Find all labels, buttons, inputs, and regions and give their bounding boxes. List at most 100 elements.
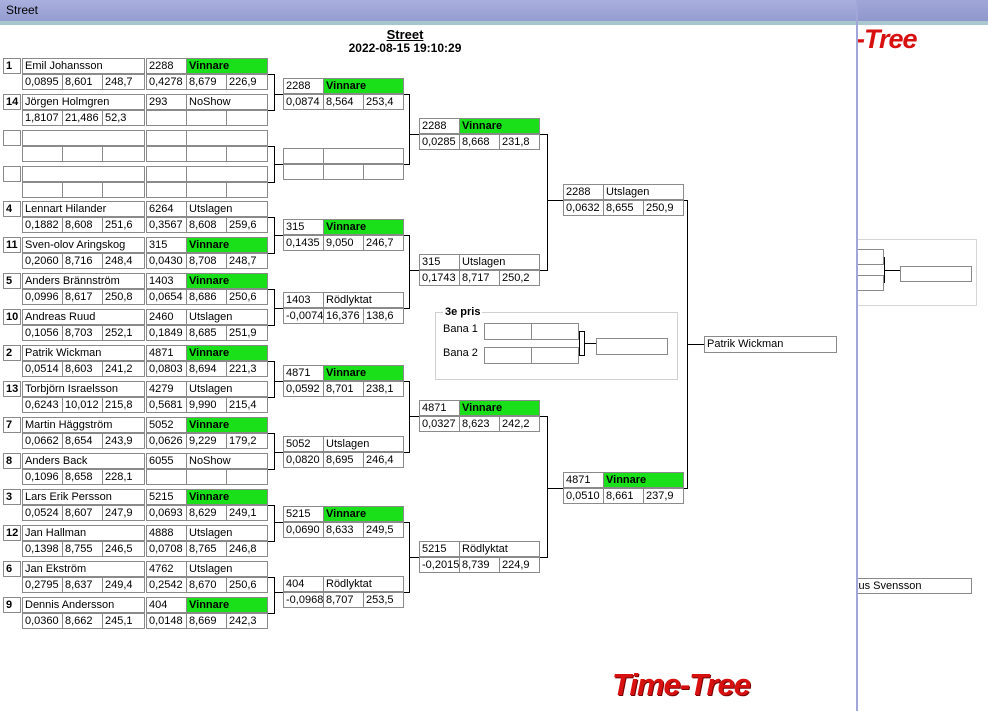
background-bracket-line xyxy=(884,270,900,271)
elapsed-time: 8,695 xyxy=(323,452,364,468)
bracket-line xyxy=(404,94,409,95)
elapsed-time: 8,685 xyxy=(186,325,227,341)
speed: 248,7 xyxy=(226,253,268,269)
final-winner: Patrik Wickman xyxy=(704,336,837,353)
elapsed-time: 8,654 xyxy=(62,433,103,449)
bracket-line xyxy=(268,217,274,218)
bracket-line xyxy=(274,452,283,453)
reaction-time: 0,0510 xyxy=(563,488,604,504)
racer-name: Dennis Andersson xyxy=(22,597,145,613)
reaction-time: 0,0632 xyxy=(563,200,604,216)
elapsed-time: 8,661 xyxy=(603,488,644,504)
result-status: Vinnare xyxy=(323,78,404,94)
reaction-time xyxy=(283,164,324,180)
seed-box: 5 xyxy=(3,273,21,289)
page-title: Street xyxy=(386,27,424,42)
bracket-line xyxy=(684,488,687,489)
bracket-line xyxy=(540,134,547,135)
speed: 241,2 xyxy=(102,361,145,377)
bracket-line xyxy=(409,416,419,417)
speed: 179,2 xyxy=(226,433,268,449)
bracket-line xyxy=(409,381,410,453)
seed-box: 11 xyxy=(3,237,21,253)
elapsed-time xyxy=(186,182,227,198)
reaction-time xyxy=(146,182,187,198)
bana2-input[interactable] xyxy=(484,347,532,364)
bracket-line xyxy=(404,522,409,523)
reaction-time: 0,0626 xyxy=(146,433,187,449)
speed: 246,7 xyxy=(363,235,404,251)
bracket-line xyxy=(268,325,274,326)
bracket-line xyxy=(268,577,274,578)
bracket-line xyxy=(274,592,283,593)
result-status: Utslagen xyxy=(323,436,404,452)
window-strip xyxy=(0,21,856,25)
elapsed-time: 9,050 xyxy=(323,235,364,251)
bracket-line xyxy=(268,541,274,542)
bracket-line xyxy=(540,416,547,417)
bracket-line xyxy=(684,200,687,201)
elapsed-time: 10,012 xyxy=(62,397,103,413)
third-prize-result xyxy=(596,338,668,355)
elapsed-time: 8,601 xyxy=(62,74,103,90)
elapsed-time: 8,703 xyxy=(62,325,103,341)
speed: 253,4 xyxy=(363,94,404,110)
car-number: 1403 xyxy=(283,292,324,308)
result-status: Vinnare xyxy=(186,597,268,613)
third-bracket-line xyxy=(584,343,596,344)
third-prize-title: 3e pris xyxy=(443,306,483,318)
seed-box: 3 xyxy=(3,489,21,505)
elapsed-time: 21,486 xyxy=(62,110,103,126)
result-status: Utslagen xyxy=(186,201,268,217)
result-status: Utslagen xyxy=(186,525,268,541)
bracket-line xyxy=(268,613,274,614)
car-number: 2460 xyxy=(146,309,187,325)
result-status: Vinnare xyxy=(459,400,540,416)
elapsed-time xyxy=(62,146,103,162)
reaction-time: 0,1882 xyxy=(22,217,63,233)
speed: 250,6 xyxy=(226,289,268,305)
seed-box: 7 xyxy=(3,417,21,433)
background-window-titlebar[interactable] xyxy=(856,0,988,21)
car-number xyxy=(146,166,187,182)
bracket-line xyxy=(268,253,274,254)
bracket-line xyxy=(409,270,419,271)
car-number: 2288 xyxy=(146,58,187,74)
speed: 215,4 xyxy=(226,397,268,413)
third-bracket-line xyxy=(584,331,585,356)
reaction-time: 0,0327 xyxy=(419,416,460,432)
speed: 231,8 xyxy=(499,134,540,150)
reaction-time: 0,3567 xyxy=(146,217,187,233)
background-name-cell: kus Svensson xyxy=(850,578,972,594)
speed: 245,1 xyxy=(102,613,145,629)
speed xyxy=(226,469,268,485)
reaction-time: 0,1743 xyxy=(419,270,460,286)
speed: 246,4 xyxy=(363,452,404,468)
third-bracket-line xyxy=(579,331,584,332)
reaction-time: 1,8107 xyxy=(22,110,63,126)
speed: 253,5 xyxy=(363,592,404,608)
reaction-time xyxy=(22,182,63,198)
bana1-input[interactable] xyxy=(484,323,532,340)
reaction-time: 0,0430 xyxy=(146,253,187,269)
bracket-line xyxy=(268,397,274,398)
window-titlebar[interactable]: Street xyxy=(0,0,856,21)
bracket-line xyxy=(268,505,274,506)
car-number xyxy=(283,148,324,164)
reaction-time: 0,0148 xyxy=(146,613,187,629)
elapsed-time xyxy=(186,110,227,126)
result-status: NoShow xyxy=(186,453,268,469)
result-status: Vinnare xyxy=(323,506,404,522)
result-status: Vinnare xyxy=(323,365,404,381)
car-number: 404 xyxy=(146,597,187,613)
speed: 238,1 xyxy=(363,381,404,397)
elapsed-time xyxy=(323,164,364,180)
bana1-value xyxy=(531,323,579,340)
elapsed-time: 8,608 xyxy=(186,217,227,233)
bracket-line xyxy=(274,381,283,382)
racer-name: Emil Johansson xyxy=(22,58,145,74)
racer-name: Patrik Wickman xyxy=(22,345,145,361)
elapsed-time: 8,658 xyxy=(62,469,103,485)
bracket-line xyxy=(274,289,275,326)
car-number: 1403 xyxy=(146,273,187,289)
